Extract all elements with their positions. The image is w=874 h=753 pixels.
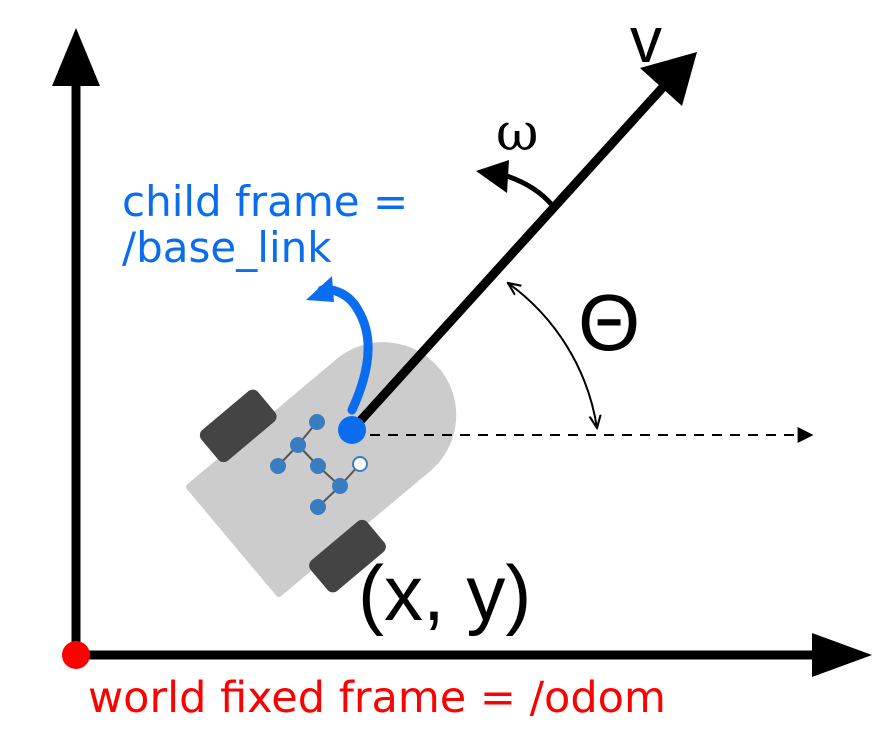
world-axes xyxy=(52,28,872,677)
child-frame-label-line1: child frame = xyxy=(122,177,408,226)
graph-node xyxy=(290,437,306,453)
robot-wheel-bottom xyxy=(309,519,386,593)
position-label: (x, y) xyxy=(358,549,531,637)
graph-node xyxy=(332,478,348,494)
graph-node-open xyxy=(352,456,368,472)
heading-vector-line xyxy=(348,82,668,434)
angular-velocity-label: ω xyxy=(496,103,538,163)
base-link-origin-dot xyxy=(338,416,366,444)
graph-node xyxy=(270,458,286,474)
robot xyxy=(185,52,814,598)
x-axis-arrowhead xyxy=(812,633,872,677)
graph-node xyxy=(310,499,326,515)
omega-arc xyxy=(503,172,554,207)
child-frame-arrowhead xyxy=(306,276,334,302)
heading-vector-arrowhead xyxy=(640,52,697,106)
omega-arrowhead xyxy=(476,160,509,193)
theta-arc xyxy=(508,283,597,428)
graph-node xyxy=(310,458,326,474)
graph-node xyxy=(309,414,325,430)
world-origin-dot xyxy=(62,641,90,669)
child-frame-arrow xyxy=(317,285,373,415)
child-frame-label-line2: /base_link xyxy=(122,223,332,272)
world-frame-label: world fixed frame = /odom xyxy=(88,673,666,723)
robot-wheel-top xyxy=(199,389,277,463)
heading-angle-label: Θ xyxy=(578,278,640,367)
velocity-label: v xyxy=(630,4,662,76)
y-axis-arrowhead xyxy=(52,28,100,86)
robot-graph-nodes xyxy=(270,414,368,515)
